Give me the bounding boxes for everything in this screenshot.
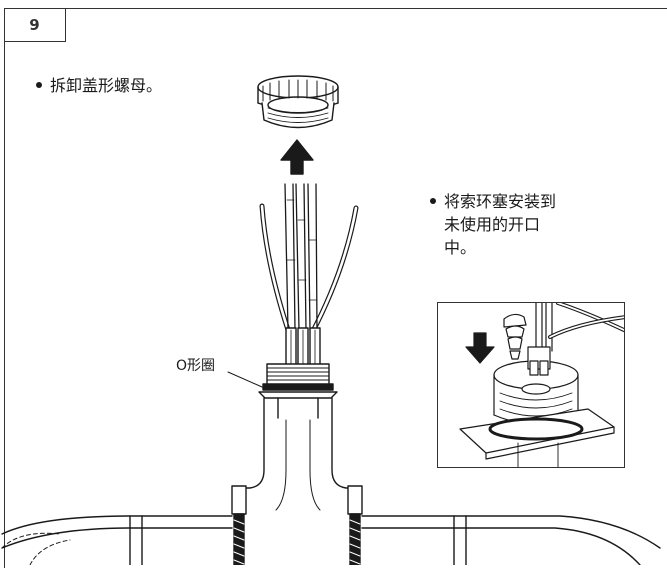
cable-gland-icon — [258, 363, 338, 399]
arrow-down-icon — [465, 332, 495, 364]
screw-icon-left — [231, 485, 247, 565]
instruction-line-1: 将索环塞安装到 — [444, 192, 557, 211]
screw-icon-right — [347, 485, 363, 565]
instruction-text: 拆卸盖形螺母。 — [50, 76, 163, 95]
inset-illustration — [459, 303, 624, 467]
cables-icon — [259, 183, 359, 336]
instruction-line-2: 未使用的开口 — [444, 215, 541, 234]
grommet-plug-icon — [503, 313, 527, 360]
instruction-remove-cap-nut: 拆卸盖形螺母。 — [36, 74, 162, 97]
o-ring-leader-line — [227, 371, 263, 388]
diagram-frame — [4, 8, 667, 568]
step-number: 9 — [29, 15, 40, 34]
wire-ferrules-icon — [285, 327, 321, 369]
instruction-line-3: 中。 — [444, 238, 477, 257]
bullet-dot-icon — [430, 197, 436, 204]
cap-nut-icon — [257, 75, 339, 129]
enclosure-neck-icon — [239, 397, 357, 511]
step-number-box: 9 — [4, 8, 66, 42]
enclosure-lid-icon — [1, 515, 661, 565]
inset-detail-panel — [437, 302, 625, 468]
bullet-dot-icon — [36, 81, 42, 88]
o-ring-label: O形圈 — [176, 358, 216, 374]
instruction-install-grommet-plug: 将索环塞安装到 未使用的开口 中。 — [430, 190, 630, 259]
arrow-up-icon — [280, 139, 314, 175]
